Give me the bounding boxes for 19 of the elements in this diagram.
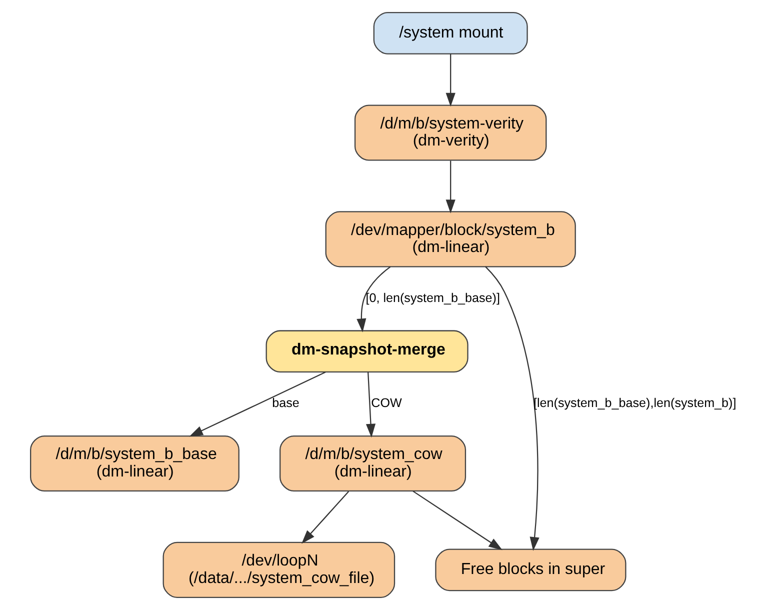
node-box: /system mount	[372, 12, 528, 54]
node-box: dm-snapshot-merge	[265, 330, 468, 373]
arrow	[301, 491, 349, 544]
node-box: /d/m/b/system_b_base (dm-linear)	[30, 435, 239, 492]
arrow	[412, 490, 502, 550]
arrow	[445, 54, 455, 107]
node-box: /d/m/b/system-verity (dm-verity)	[354, 104, 546, 161]
arrow	[445, 160, 455, 214]
node-box: /dev/mapper/block/system_b (dm-linear)	[324, 211, 576, 268]
edge-label: COW	[370, 396, 402, 410]
arrow	[484, 266, 539, 551]
node-box: /d/m/b/system_cow (dm-linear)	[279, 435, 466, 492]
node-box: Free blocks in super	[434, 548, 626, 592]
arrow	[188, 372, 326, 437]
arrow	[365, 372, 376, 438]
arrow	[356, 266, 390, 332]
edge-label: [0, len(system_b_base)]	[365, 290, 500, 305]
edge-label: base	[272, 396, 299, 410]
node-box: /dev/loopN (/data/.../system_cow_file)	[162, 542, 395, 598]
